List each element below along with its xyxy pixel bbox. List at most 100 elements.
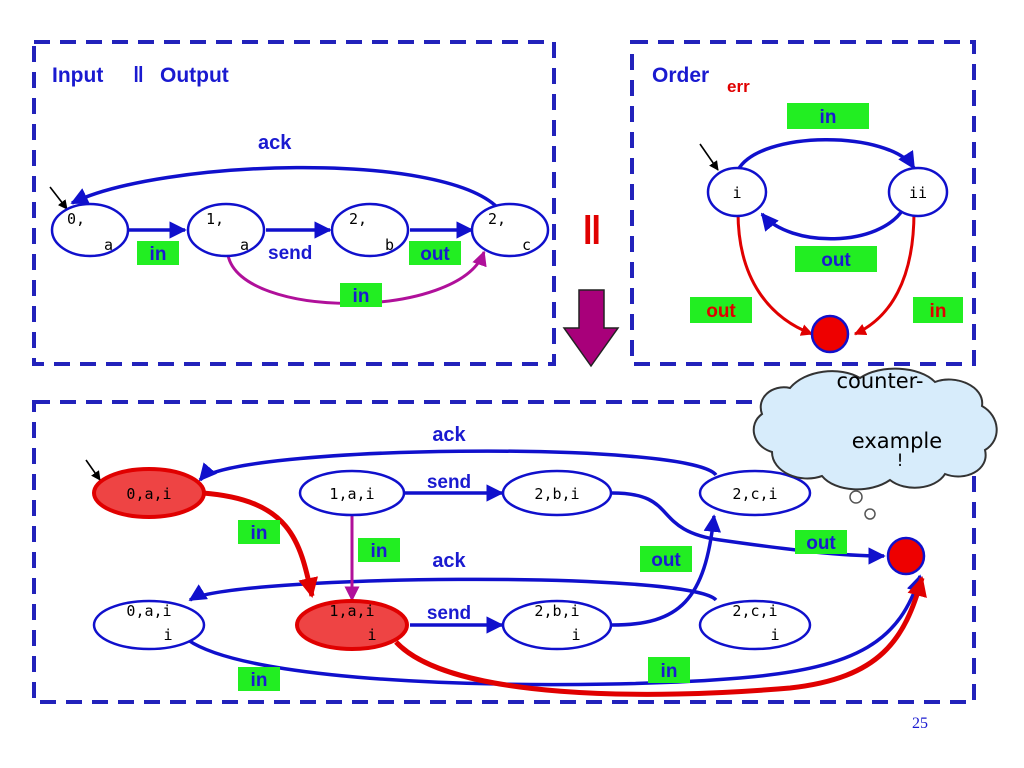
state-0a-label-2: a (104, 236, 113, 254)
edge-in-label: in (150, 244, 167, 265)
prod-initial-arrow (85, 459, 101, 481)
order-initial-arrow (699, 143, 719, 171)
state-2b-label-2: b (385, 236, 394, 254)
order-edge-out-err (736, 211, 814, 336)
prod-state-2bii (501, 599, 613, 651)
prod-state-2ci-label: 2,c,i (732, 485, 777, 503)
order-state-i (706, 166, 768, 218)
state-1a-label-1: 1, (206, 210, 224, 228)
cloud-text-line2: example (852, 429, 942, 453)
prod-edge-in-red (202, 490, 319, 598)
prod-in-red-label-bg (238, 520, 280, 544)
state-2c (470, 202, 550, 258)
order-error-state (810, 314, 850, 354)
prod-edge-in-red-err (394, 576, 927, 697)
io-title-input: Input (52, 64, 103, 87)
prod-in-bottom-right-label-bg (648, 657, 690, 683)
prod-state-0aii (92, 599, 206, 651)
edge-out-label: out (420, 244, 450, 265)
prod-state-2cii-label-1: 2,c,i (732, 602, 777, 620)
prod-state-2bii-label-1: 2,b,i (534, 602, 579, 620)
order-edge-in-label-bg (787, 103, 869, 129)
page-number: 25 (912, 715, 928, 732)
edge-ack-label: ack (258, 132, 292, 154)
prod-edge-out-mid (611, 514, 722, 627)
prod-send-bottom-label: send (427, 603, 471, 624)
prod-state-1aii-label-2: i (367, 626, 376, 644)
edge-out-label-bg (409, 241, 461, 265)
prod-state-2cii (698, 599, 812, 651)
state-2c-label-1: 2, (488, 210, 506, 228)
order-subscript: err (727, 77, 750, 96)
prod-state-1ai (298, 469, 406, 517)
prod-edge-ack-mid (188, 577, 718, 602)
prod-state-2bi-label: 2,b,i (534, 485, 579, 503)
prod-error-state (886, 536, 926, 576)
prod-out-right-label-bg (795, 530, 847, 554)
order-edge-in-err (853, 211, 916, 336)
state-0a-label-1: 0, (67, 210, 85, 228)
state-2b-label-1: 2, (349, 210, 367, 228)
prod-state-0ai (92, 467, 206, 519)
prod-state-0aii-label-2: i (163, 626, 172, 644)
order-title: Order (652, 64, 709, 87)
prod-state-0aii-label-1: 0,a,i (126, 602, 171, 620)
order-edge-out-label-bg (795, 246, 877, 272)
order-edge-out-label: out (821, 250, 851, 271)
prod-state-2cii-label-2: i (770, 626, 779, 644)
prod-send-top-label: send (427, 472, 471, 493)
prod-out-right-label: out (806, 533, 836, 554)
prod-state-1ai-label: 1,a,i (329, 485, 374, 503)
order-edge-in (736, 138, 916, 171)
order-edge-in-err-label: in (930, 301, 947, 322)
prod-in-red-label: in (251, 523, 268, 544)
state-2c-label-2: c (522, 236, 531, 254)
input-output-panel (32, 40, 556, 366)
compose-down-arrow (562, 289, 620, 368)
counterexample-cloud (752, 367, 998, 520)
order-state-i-label: i (732, 184, 741, 202)
state-0a (50, 202, 130, 258)
prod-state-1aii (295, 599, 409, 651)
prod-in-bottom-right-label: in (661, 661, 678, 682)
state-2b (330, 202, 410, 258)
parallel-symbol: ‖ (582, 209, 602, 253)
prod-out-mid-label: out (651, 550, 681, 571)
prod-in-down-label: in (371, 541, 388, 562)
prod-state-1aii-label-1: 1,a,i (329, 602, 374, 620)
state-1a (186, 202, 266, 258)
prod-state-0ai-label: 0,a,i (126, 485, 171, 503)
order-edge-in-label: in (820, 107, 837, 128)
cloud-text-line1: counter- (836, 369, 923, 393)
product-panel (32, 400, 976, 704)
order-edge-out (760, 207, 906, 241)
edge-send-label: send (268, 243, 312, 264)
prod-edge-out-right (611, 491, 886, 565)
edge-in-skip-label: in (353, 286, 370, 307)
prod-state-2ci (698, 469, 812, 517)
edge-in-label-bg (137, 241, 179, 265)
prod-in-down-label-bg (358, 538, 400, 562)
state-1a-label-2: a (240, 236, 249, 254)
order-panel (630, 40, 976, 366)
prod-state-2bii-label-2: i (571, 626, 580, 644)
prod-out-mid-label-bg (640, 546, 692, 572)
prod-edge-ack-top (198, 449, 718, 482)
io-title-output: Output (160, 64, 229, 87)
prod-ack-top-label: ack (432, 424, 466, 446)
prod-in-bottom-left-label-bg (238, 667, 280, 691)
order-state-ii-label: ii (909, 184, 927, 202)
order-state-ii (887, 166, 949, 218)
order-edge-in-err-label-bg (913, 297, 963, 323)
order-edge-out-err-label-bg (690, 297, 752, 323)
edge-in-skip-label-bg (340, 283, 382, 307)
io-title-separator: ‖ (133, 62, 144, 87)
order-edge-out-err-label: out (706, 301, 736, 322)
initial-arrow (49, 186, 68, 210)
prod-state-2bi (501, 469, 613, 517)
edge-ack (70, 165, 500, 210)
cloud-text-line3: ! (897, 451, 904, 471)
prod-ack-mid-label: ack (432, 550, 466, 572)
